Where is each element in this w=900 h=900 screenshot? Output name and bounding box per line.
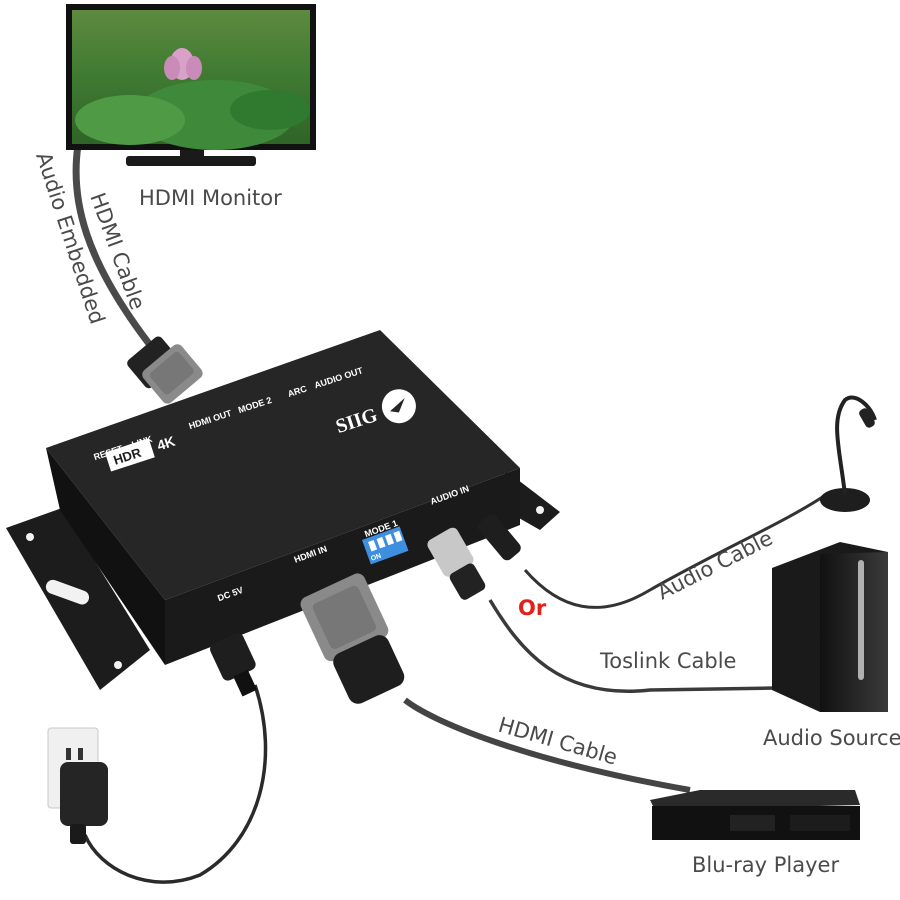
cables [72, 141, 831, 884]
dip-on-label: ON [370, 553, 382, 563]
badge-4k: 4K [155, 433, 177, 454]
audio-embedded-label: Audio Embedded [31, 149, 109, 327]
hdmi-cable-bottom [403, 697, 691, 793]
device-side [46, 448, 165, 665]
monitor-neck [180, 150, 204, 158]
audio-source-pc [772, 542, 888, 712]
toslink-cable [488, 599, 776, 693]
microphone-icon [820, 395, 877, 512]
mode-1-dip-switch[interactable]: ON [362, 526, 409, 565]
hdmi-monitor-label: HDMI Monitor [139, 186, 282, 210]
dc-power-plug [210, 633, 258, 697]
audio-cable-label: Audio Cable [653, 526, 776, 605]
monitor-stand [126, 156, 256, 166]
lotus-flower-icon [164, 48, 202, 80]
audio-cable [523, 490, 831, 609]
power-adapter-icon [60, 762, 108, 844]
hdmi-extractor-device: SIIG HDR 4K RESET LINK HDMI OUT MODE 2 A… [6, 330, 560, 690]
toslink-cable-label: Toslink Cable [599, 649, 736, 673]
bluray-player-label: Blu-ray Player [692, 853, 839, 877]
hdmi-in-connector [300, 573, 405, 704]
hdmi-out-connector [127, 336, 203, 404]
audio-in-jack [477, 514, 521, 561]
hdmi-cable-top [72, 141, 154, 349]
power-cable [83, 684, 268, 884]
hdmi-monitor [66, 4, 316, 166]
or-label: Or [518, 596, 547, 620]
device-front [165, 468, 520, 665]
bluray-player [650, 790, 860, 840]
audio-source-label: Audio Source [763, 726, 900, 750]
toslink-connector [427, 527, 486, 600]
